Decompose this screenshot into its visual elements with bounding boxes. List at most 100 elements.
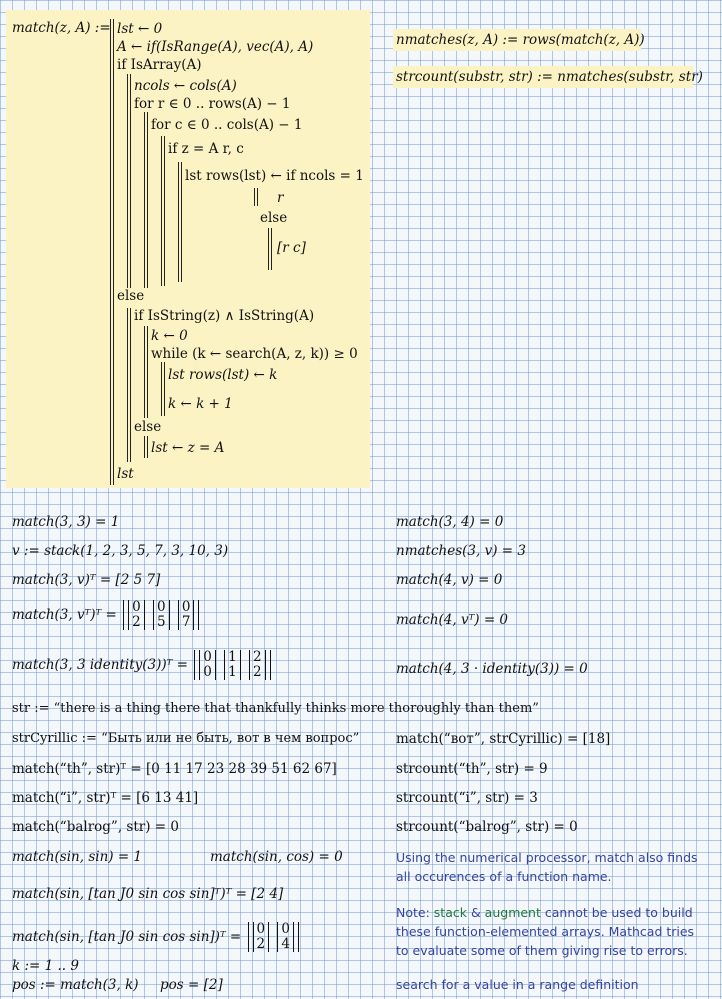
def-pos[interactable]: pos := match(3, k) [12, 977, 139, 993]
eval-match-th[interactable]: match(“th”, str)ᵀ = [0 11 17 23 28 39 51… [12, 761, 337, 777]
note-amp: & [466, 905, 485, 920]
cell: 0 [203, 649, 212, 665]
cell: 1 [228, 649, 237, 665]
prog-line-vec: A ← if(IsRange(A), vec(A), A) [117, 39, 314, 55]
def-k-range[interactable]: k := 1 .. 9 [12, 958, 79, 974]
eval-match-4-identity[interactable]: match(4, 3 · identity(3)) = 0 [396, 661, 588, 677]
eval-match-4-v[interactable]: match(4, v) = 0 [396, 572, 503, 588]
strcount-def-region[interactable] [393, 66, 693, 88]
eval-match-3-3[interactable]: match(3, 3) = 1 [12, 514, 120, 530]
eval-match-balrog[interactable]: match(“balrog”, str) = 0 [12, 819, 179, 835]
eval-nmatches-3-v[interactable]: nmatches(3, v) = 3 [396, 543, 526, 559]
prog-line-lst-init: lst ← 0 [117, 21, 163, 37]
prog-line-if-isstring: if IsString(z) ∧ IsString(A) [134, 308, 315, 324]
def-strCyrillic[interactable]: strCyrillic := “Быть или не быть, вот в … [12, 731, 360, 746]
cell: 1 [228, 664, 237, 680]
program-region[interactable] [6, 10, 370, 488]
nmatches-def-region[interactable] [393, 29, 641, 51]
eval-match-3-v[interactable]: match(3, v)ᵀ = [2 5 7] [12, 572, 161, 588]
prog-line-for-c: for c ∈ 0 .. cols(A) − 1 [151, 117, 303, 133]
prog-line-rc-vector: [r c] [277, 240, 306, 256]
prog-line-while: while (k ← search(A, z, k)) ≥ 0 [151, 346, 358, 362]
prog-line-lst-eq: lst ← z = A [151, 440, 225, 456]
prog-line-if-z: if z = A r, c [168, 141, 244, 157]
program-bar-5 [178, 162, 182, 282]
cell: 7 [181, 614, 191, 630]
def-v[interactable]: v := stack(1, 2, 3, 5, 7, 3, 10, 3) [12, 543, 229, 559]
eval-match-sin-list-transposed[interactable]: match(sin, [tan J0 sin cos sin]ᵀ)ᵀ = [2 … [12, 886, 284, 902]
eval-match-vot[interactable]: match(“вот”, strCyrillic) = [18] [396, 731, 611, 747]
prog-line-k-init: k ← 0 [151, 328, 188, 344]
cell: 2 [253, 649, 262, 665]
program-bar-3 [144, 112, 148, 288]
prog-line-else-inner: else [260, 210, 288, 226]
note-range-search[interactable]: search for a value in a range definition [396, 977, 639, 992]
note-prefix: Note: [396, 905, 434, 920]
note-function-name[interactable]: Using the numerical processor, match als… [396, 850, 698, 884]
cell: 0 [181, 599, 191, 615]
program-bar-10 [161, 362, 165, 416]
eval-strcount-th[interactable]: strcount(“th”, str) = 9 [396, 761, 548, 777]
program-header: match(z, A) := [12, 20, 111, 36]
program-bar-4 [161, 136, 165, 286]
program-bar-1 [110, 19, 114, 485]
prog-line-if-isarray: if IsArray(A) [117, 57, 202, 73]
program-bar-6 [254, 188, 258, 206]
def-str[interactable]: str := “there is a thing there that than… [12, 701, 539, 716]
prog-line-ncols: ncols ← cols(A) [134, 78, 237, 94]
program-bar-9 [144, 326, 148, 418]
eval-match-i[interactable]: match(“i”, str)ᵀ = [6 13 41] [12, 790, 199, 806]
cell: 2 [132, 614, 141, 630]
note-augment: augment [484, 905, 541, 920]
note-stack-augment[interactable]: Note: stack & augment cannot be used to … [396, 903, 708, 960]
program-bar-8 [127, 308, 131, 462]
cell: 2 [256, 936, 266, 952]
note-stack: stack [433, 905, 467, 920]
eval-match-3-4[interactable]: match(3, 4) = 0 [396, 514, 504, 530]
eval-match-3-vT-expr: match(3, vᵀ)ᵀ = [12, 607, 117, 623]
program-bar-2 [127, 74, 131, 288]
cell: 4 [281, 936, 291, 952]
program-bar-11 [144, 436, 148, 458]
nmatches-def: nmatches(z, A) := rows(match(z, A)) [396, 32, 645, 48]
eval-match-sin-cos[interactable]: match(sin, cos) = 0 [210, 849, 343, 865]
note-body: cannot be used to build these function-e… [396, 905, 695, 958]
prog-line-for-r: for r ∈ 0 .. rows(A) − 1 [134, 96, 291, 112]
cell: 5 [157, 614, 166, 630]
cell: 0 [203, 664, 212, 680]
cell: 0 [256, 921, 266, 937]
eval-pos[interactable]: pos = [2] [160, 977, 223, 993]
prog-line-else-outer: else [117, 288, 145, 304]
program-bar-7 [268, 228, 272, 270]
eval-match-identity-expr: match(3, 3 identity(3))ᵀ = [12, 657, 188, 673]
cell: 0 [281, 921, 291, 937]
eval-strcount-balrog[interactable]: strcount(“balrog”, str) = 0 [396, 819, 578, 835]
eval-strcount-i[interactable]: strcount(“i”, str) = 3 [396, 790, 538, 806]
eval-match-4-vT[interactable]: match(4, vᵀ) = 0 [396, 612, 509, 628]
cell: 0 [132, 599, 141, 615]
prog-line-r: r [277, 190, 284, 206]
prog-line-lst-assign: lst rows(lst) ← if ncols = 1 [185, 168, 364, 184]
prog-line-else-str: else [134, 419, 162, 435]
prog-line-lst-k: lst rows(lst) ← k [168, 367, 278, 383]
strcount-def: strcount(substr, str) := nmatches(substr… [396, 69, 703, 85]
prog-line-lst-return: lst [117, 466, 134, 482]
prog-line-k-inc: k ← k + 1 [168, 396, 233, 412]
eval-match-sin-sin[interactable]: match(sin, sin) = 1 [12, 849, 143, 865]
cell: 0 [157, 599, 166, 615]
eval-match-sin-list-expr: match(sin, [tan J0 sin cos sin])ᵀ = [12, 929, 242, 945]
